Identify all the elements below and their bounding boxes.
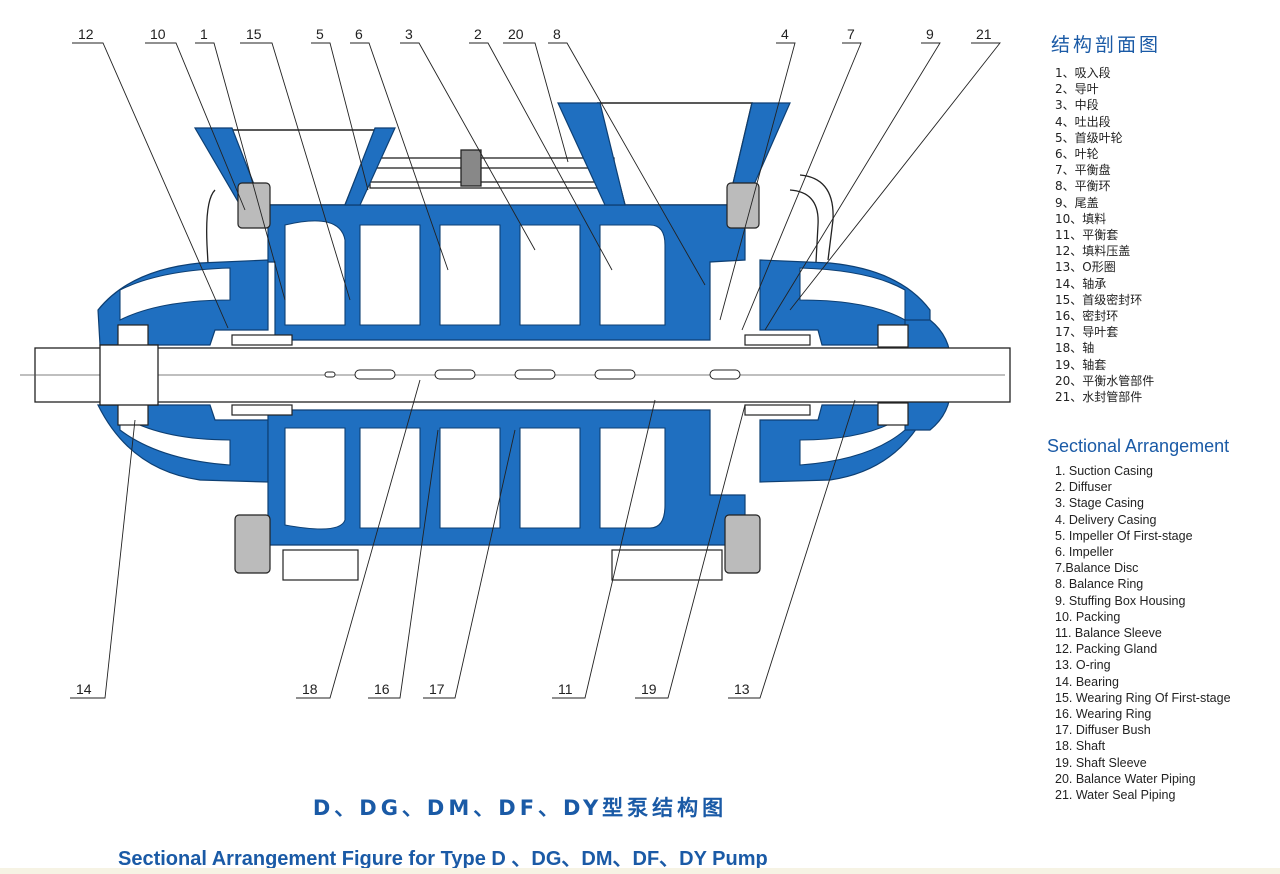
legend-list-english: 1. Suction Casing 2. Diffuser 3. Stage C… [1045, 463, 1275, 803]
legend-item: 4. Delivery Casing [1055, 512, 1157, 527]
legend-item: 5. Impeller Of First-stage [1055, 528, 1193, 543]
callout-16: 16 [374, 681, 390, 697]
legend-item: 18. Shaft [1055, 739, 1106, 754]
callout-9: 9 [926, 26, 934, 42]
caption-chinese: D、DG、DM、DF、DY型泵结构图 [312, 796, 728, 820]
legend-item: 2. Diffuser [1055, 480, 1112, 495]
callout-15: 15 [246, 26, 262, 42]
callout-21: 21 [976, 26, 992, 42]
legend-item: 7.Balance Disc [1055, 561, 1139, 576]
callout-20: 20 [508, 26, 524, 42]
legend-item: 15、首级密封环 [1055, 292, 1143, 307]
callout-18: 18 [302, 681, 318, 697]
legend-item: 5、首级叶轮 [1055, 130, 1123, 145]
legend-item: 1. Suction Casing [1055, 464, 1153, 478]
legend-item: 21、水封管部件 [1055, 390, 1143, 405]
top-leader-lines [72, 42, 1001, 331]
pump-section-diagram: 12 10 1 15 5 6 3 2 20 8 4 7 9 21 14 18 1… [20, 26, 1011, 699]
legend-item: 10、填料 [1055, 211, 1107, 226]
bottom-callouts: 14 18 16 17 11 19 13 [76, 681, 750, 697]
callout-12: 12 [78, 26, 94, 42]
footer-strip [0, 868, 1280, 874]
legend-item: 13、O形圈 [1055, 260, 1116, 275]
legend-item: 17. Diffuser Bush [1055, 723, 1151, 738]
callout-4: 4 [781, 26, 789, 42]
callout-7: 7 [847, 26, 855, 42]
legend-english: Sectional Arrangement 1. Suction Casing … [1045, 436, 1275, 803]
legend-item: 6、叶轮 [1055, 147, 1099, 162]
legend-item: 8、平衡环 [1055, 179, 1111, 194]
legend-item: 11. Balance Sleeve [1055, 626, 1162, 641]
callout-3: 3 [405, 26, 413, 42]
callout-19: 19 [641, 681, 657, 697]
callout-10: 10 [150, 26, 166, 42]
callout-11: 11 [558, 681, 573, 697]
legend-item: 16. Wearing Ring [1055, 707, 1152, 722]
caption-english: Sectional Arrangement Figure for Type D … [118, 848, 768, 870]
callout-8: 8 [553, 26, 561, 42]
balance-water-piping [206, 149, 834, 301]
legend-item: 19、轴套 [1055, 357, 1107, 372]
legend-item: 20、平衡水管部件 [1055, 373, 1155, 388]
legend-item: 13. O-ring [1055, 658, 1111, 673]
casing-bolts [234, 182, 761, 581]
legend-item: 1、吸入段 [1055, 66, 1111, 80]
legend-item: 7、平衡盘 [1055, 163, 1111, 178]
legend-item: 16、密封环 [1055, 309, 1119, 324]
callout-14: 14 [76, 681, 92, 697]
legend-item: 9、尾盖 [1055, 195, 1099, 210]
legend-item: 6. Impeller [1055, 545, 1114, 560]
legend-item: 11、平衡套 [1055, 228, 1119, 243]
legend-item: 8. Balance Ring [1055, 577, 1144, 592]
legend-item: 17、导叶套 [1055, 325, 1119, 340]
legend-chinese: 结构剖面图 1、吸入段 2、导叶 3、中段 4、吐出段 5、首级叶轮 6、叶轮 … [1045, 30, 1275, 405]
callout-1: 1 [200, 26, 208, 42]
shaft [20, 344, 1011, 406]
callout-6: 6 [355, 26, 363, 42]
legend-item: 9. Stuffing Box Housing [1055, 593, 1186, 608]
bearings [117, 324, 909, 426]
legend-item: 14. Bearing [1055, 674, 1119, 689]
impeller-chambers [119, 220, 906, 530]
legend-title-chinese: 结构剖面图 [1051, 34, 1162, 56]
legend-list-chinese: 1、吸入段 2、导叶 3、中段 4、吐出段 5、首级叶轮 6、叶轮 7、平衡盘 … [1045, 65, 1275, 405]
legend-item: 2、导叶 [1055, 82, 1099, 97]
callout-13: 13 [734, 681, 750, 697]
callout-17: 17 [429, 681, 445, 697]
legend-item: 4、吐出段 [1055, 114, 1111, 129]
bottom-leader-lines [70, 379, 856, 699]
callout-2: 2 [474, 26, 482, 42]
legend-item: 14、轴承 [1055, 276, 1107, 291]
legend-item: 10. Packing [1055, 609, 1121, 624]
legend-item: 19. Shaft Sleeve [1055, 755, 1147, 770]
legend-item: 3. Stage Casing [1055, 496, 1144, 511]
legend-item: 12、填料压盖 [1055, 244, 1131, 259]
legend-item: 3、中段 [1055, 98, 1099, 113]
legend-item: 21. Water Seal Piping [1055, 788, 1176, 803]
callout-5: 5 [316, 26, 324, 42]
legend-title-english: Sectional Arrangement [1047, 436, 1230, 456]
legend-item: 12. Packing Gland [1055, 642, 1158, 657]
suction-nozzle [230, 102, 753, 206]
legend-item: 15. Wearing Ring Of First-stage [1055, 690, 1231, 705]
legend-item: 18、轴 [1055, 341, 1095, 356]
top-callouts: 12 10 1 15 5 6 3 2 20 8 4 7 9 21 [78, 26, 992, 42]
legend-item: 20. Balance Water Piping [1055, 771, 1196, 786]
